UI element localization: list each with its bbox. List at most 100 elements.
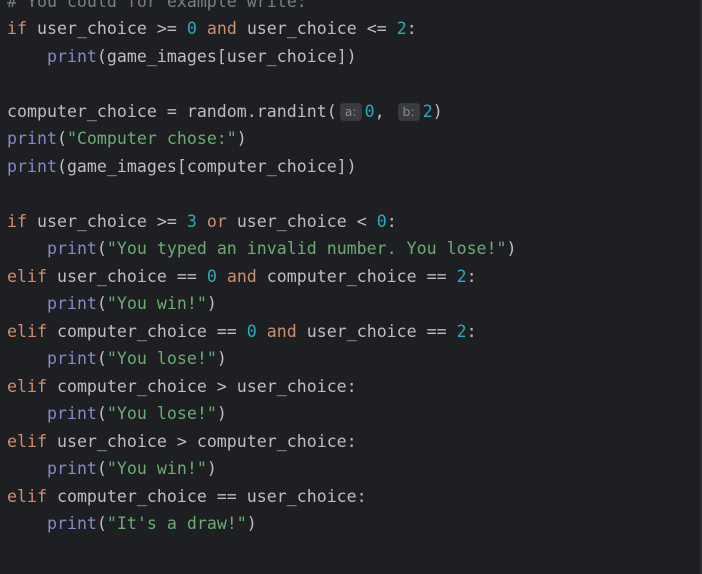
code-line[interactable]: elif user_choice == 0 and computer_choic… (7, 266, 477, 288)
code-token: ) (216, 404, 227, 423)
code-token: computer_choice == user_choice: (46, 486, 367, 506)
code-token (7, 349, 47, 368)
code-token: computer_choice == (256, 266, 457, 286)
code-token (7, 239, 47, 258)
code-token: user_choice >= (26, 211, 187, 231)
keyword-token: if (7, 19, 27, 38)
code-line[interactable]: print(game_images[computer_choice]) (7, 156, 357, 178)
code-token (7, 404, 47, 423)
number-token: 0 (186, 19, 197, 38)
code-line[interactable]: elif user_choice > computer_choice: (7, 431, 357, 453)
code-token: ) (246, 514, 257, 533)
code-token: : (466, 321, 477, 341)
builtin-token: print (46, 349, 97, 368)
number-token: 0 (246, 321, 257, 341)
code-token: : (406, 19, 417, 38)
code-line[interactable]: print("You typed an invalid number. You … (7, 238, 517, 260)
code-token: (game_images[user_choice]) (96, 46, 357, 66)
builtin-token: print (46, 294, 97, 313)
string-token: "It's a draw!" (106, 514, 247, 533)
code-token: user_choice >= (26, 19, 187, 38)
string-token: "You typed an invalid number. You lose!" (106, 239, 507, 258)
code-line[interactable]: elif computer_choice == 0 and user_choic… (7, 321, 477, 343)
code-token: : (386, 211, 397, 231)
code-token: user_choice <= (236, 19, 397, 38)
keyword-token: elif (7, 376, 47, 396)
code-line[interactable]: print("Computer chose:") (7, 128, 247, 150)
code-line[interactable]: print("You lose!") (7, 348, 227, 370)
number-token: 2 (456, 266, 467, 286)
code-token: ( (96, 349, 107, 368)
string-token: "You win!" (106, 459, 207, 478)
code-token: ) (236, 129, 247, 148)
code-line[interactable]: print(game_images[user_choice]) (7, 46, 357, 68)
string-token: "Computer chose:" (66, 129, 237, 148)
code-token (7, 294, 47, 313)
code-line[interactable]: elif computer_choice == user_choice: (7, 486, 367, 508)
string-token: "You lose!" (106, 349, 217, 368)
keyword-token: or (206, 211, 227, 231)
number-token: 0 (364, 101, 375, 121)
code-token: ) (206, 459, 217, 478)
code-token: ( (96, 459, 107, 478)
builtin-token: print (46, 459, 97, 478)
number-token: 3 (186, 211, 197, 231)
code-line[interactable]: print("You lose!") (7, 403, 227, 425)
builtin-token: print (7, 129, 57, 148)
code-line[interactable]: # You could for example write: (7, 0, 307, 13)
code-line[interactable]: print("You win!") (7, 293, 217, 315)
code-token (7, 47, 47, 66)
keyword-token: and (206, 19, 237, 38)
number-token: 0 (206, 266, 217, 286)
code-token: ( (96, 514, 107, 533)
keyword-token: if (7, 211, 27, 231)
builtin-token: print (7, 156, 57, 176)
number-token: 2 (396, 19, 407, 38)
code-token: ) (216, 349, 227, 368)
code-token: computer_choice == (46, 321, 247, 341)
code-token (197, 212, 207, 231)
code-token: user_choice == (296, 321, 457, 341)
code-token: : (466, 266, 477, 286)
code-token (257, 322, 267, 341)
code-token: ) (432, 101, 443, 121)
code-line[interactable]: print("It's a draw!") (7, 513, 257, 535)
code-token: computer_choice > user_choice: (46, 376, 357, 396)
builtin-token: print (46, 239, 97, 258)
code-token: user_choice == (46, 266, 207, 286)
code-token: ( (96, 239, 107, 258)
builtin-token: print (46, 514, 97, 533)
number-token: 0 (376, 211, 387, 231)
comment-token: # You could for example write: (7, 0, 307, 11)
code-token: ) (506, 239, 517, 258)
keyword-token: and (266, 321, 297, 341)
code-token: user_choice < (226, 211, 377, 231)
code-line[interactable]: if user_choice >= 3 or user_choice < 0: (7, 211, 397, 233)
code-token: (game_images[computer_choice]) (56, 156, 357, 176)
number-token: 2 (422, 101, 433, 121)
code-token: ( (56, 129, 67, 148)
code-line[interactable]: print("You win!") (7, 458, 217, 480)
code-line[interactable]: elif computer_choice > user_choice: (7, 376, 357, 398)
code-token: , (374, 101, 395, 121)
keyword-token: elif (7, 266, 47, 286)
keyword-token: elif (7, 321, 47, 341)
code-token: ( (96, 294, 107, 313)
builtin-token: print (46, 46, 97, 66)
code-token: ) (206, 294, 217, 313)
code-token: ( (96, 404, 107, 423)
code-token: user_choice > computer_choice: (46, 431, 357, 451)
code-token (217, 267, 227, 286)
keyword-token: elif (7, 486, 47, 506)
string-token: "You lose!" (106, 404, 217, 423)
code-token: computer_choice = random.randint( (7, 101, 337, 121)
code-token (7, 514, 47, 533)
keyword-token: elif (7, 431, 47, 451)
code-token (197, 19, 207, 38)
code-line[interactable]: if user_choice >= 0 and user_choice <= 2… (7, 18, 417, 40)
code-line[interactable]: computer_choice = random.randint(a:0, b:… (7, 101, 443, 123)
builtin-token: print (46, 404, 97, 423)
string-token: "You win!" (106, 294, 207, 313)
keyword-token: and (226, 266, 257, 286)
